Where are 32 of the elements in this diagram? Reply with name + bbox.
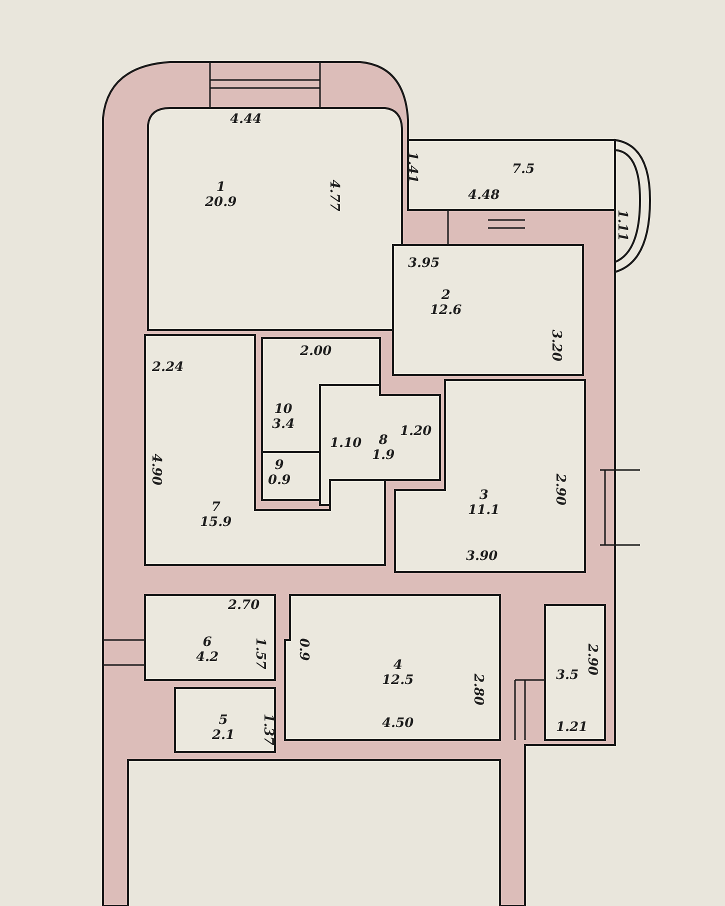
room-label: 10 3.4 (272, 402, 295, 432)
dimension-label: 1.11 (614, 210, 630, 242)
room-label: 3 11.1 (468, 488, 500, 518)
dimension-label: 4.90 (148, 454, 164, 486)
dimension-label: 2.90 (584, 644, 600, 676)
room-label: 1 20.9 (205, 180, 237, 210)
dimension-label: 2.00 (300, 344, 332, 359)
dimension-label: 4.50 (382, 716, 414, 731)
dimension-label: 3.95 (408, 256, 440, 271)
dimension-label: 7.5 (512, 162, 535, 177)
dimension-label: 1.20 (400, 424, 432, 439)
dimension-label: 2.90 (552, 474, 568, 506)
room-label: 7 15.9 (200, 500, 232, 530)
dimension-label: 1.21 (556, 720, 588, 735)
dimension-label: 0.9 (296, 638, 311, 661)
dimension-label: 4.77 (326, 180, 342, 212)
room-label: 6 4.2 (196, 635, 219, 665)
room-label: 3.5 (556, 668, 579, 683)
dimension-label: 2.24 (152, 360, 184, 375)
dimension-label: 3.90 (466, 549, 498, 564)
dimension-label: 3.20 (548, 330, 564, 362)
room-label: 5 2.1 (212, 713, 235, 743)
dimension-label: 2.80 (470, 674, 486, 706)
room-label: 4 12.5 (382, 658, 414, 688)
dimension-label: 4.44 (230, 112, 262, 127)
dimension-label: 2.70 (228, 598, 260, 613)
dimension-label: 1.57 (252, 638, 268, 670)
room-label: 8 1.9 (372, 433, 395, 463)
dimension-label: 4.48 (468, 188, 500, 203)
room-label: 2 12.6 (430, 288, 462, 318)
dimension-label: 1.37 (260, 714, 276, 746)
dimension-label: 1.10 (330, 436, 362, 451)
